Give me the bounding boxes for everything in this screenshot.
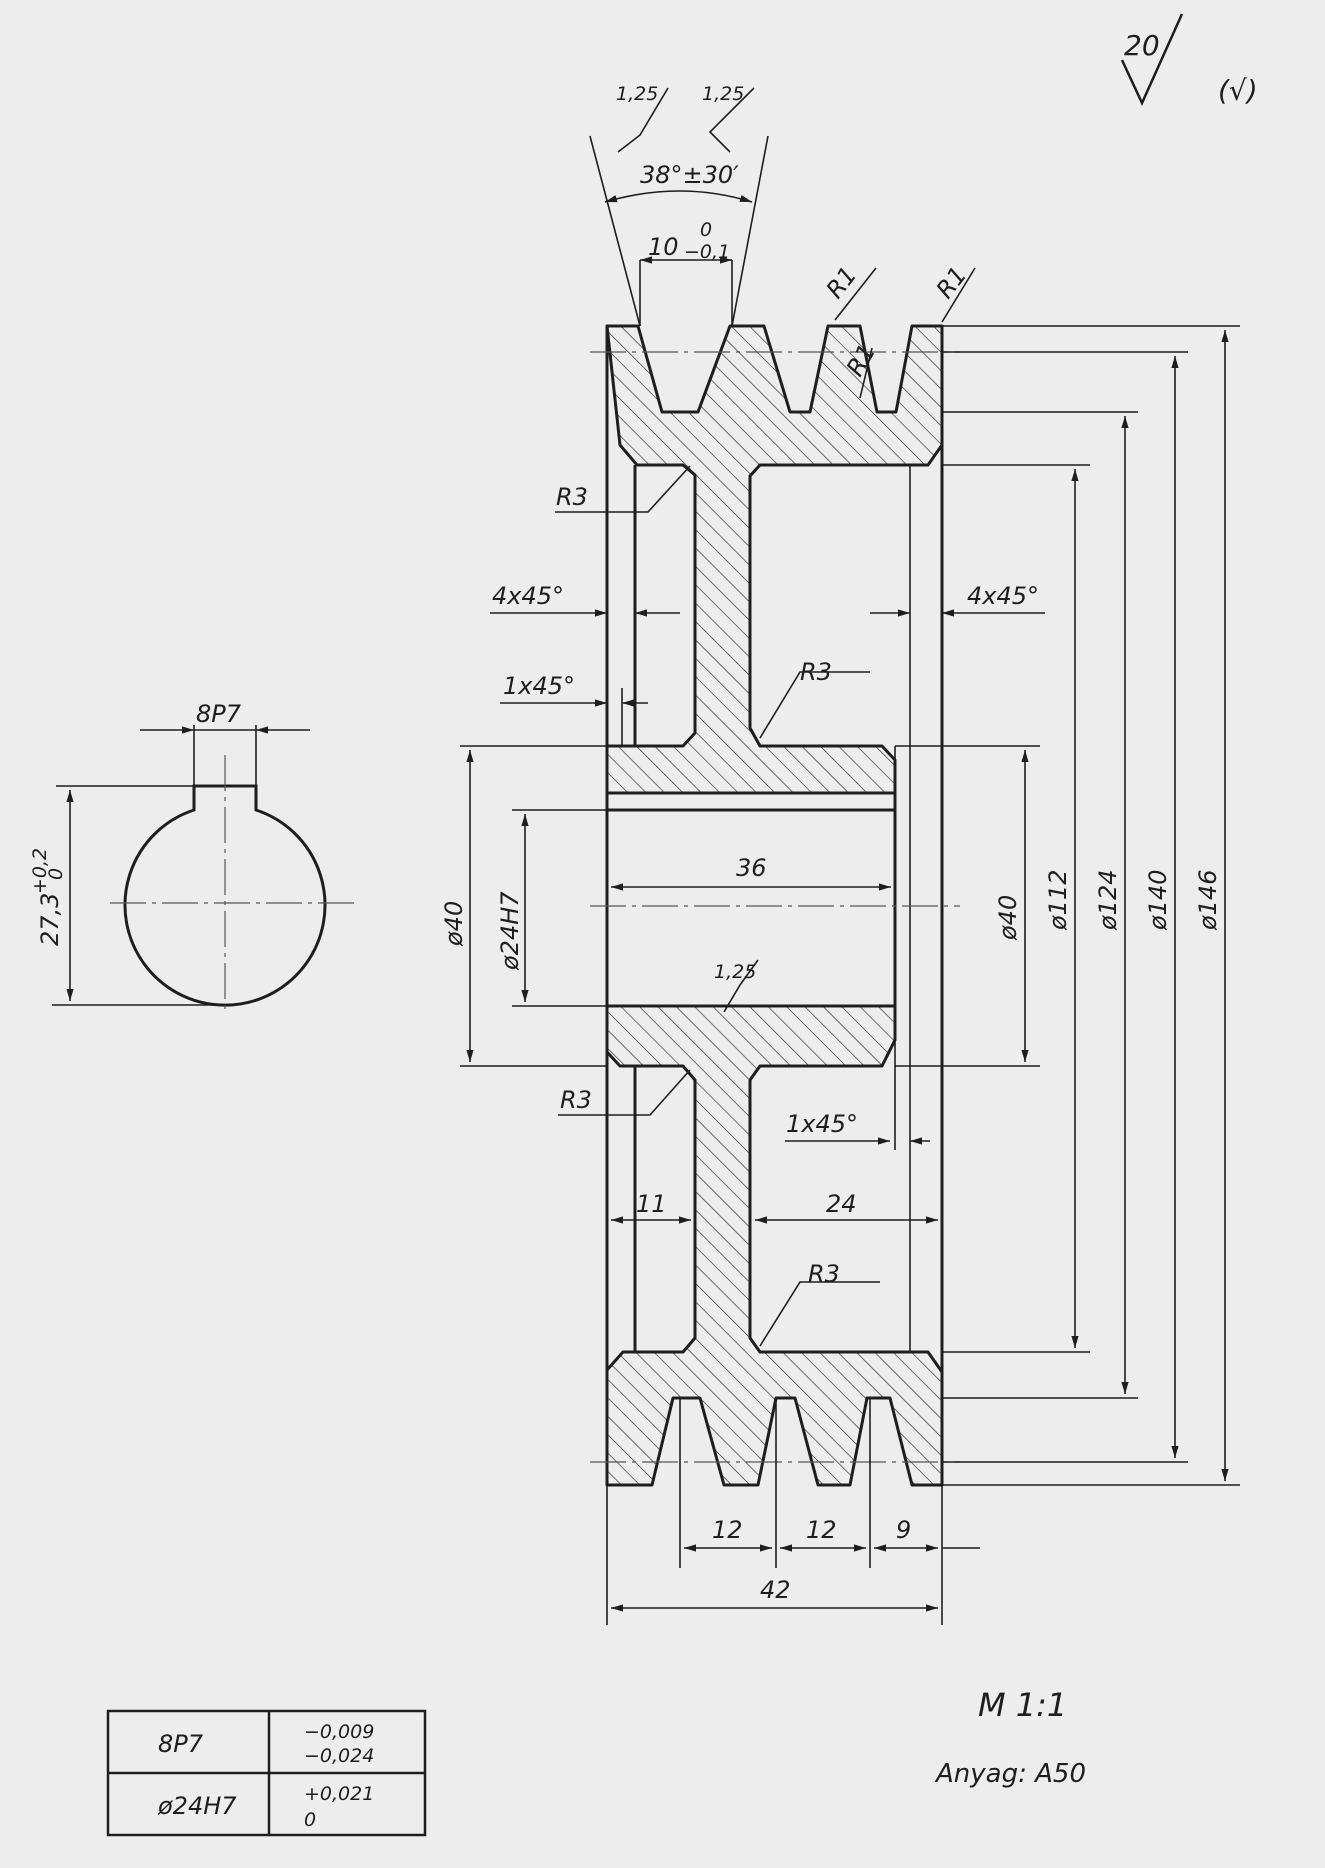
length-total-42: 42 xyxy=(760,1576,791,1604)
keyway-view xyxy=(52,725,356,1010)
diameter-d40-right: ø40 xyxy=(994,895,1022,941)
material-label: Anyag: A50 xyxy=(934,1759,1086,1789)
diameter-right-dims xyxy=(895,325,1240,1486)
radius-r1-b: R1 xyxy=(931,261,973,303)
chamfer-small-left-1x45: 1x45° xyxy=(503,672,575,700)
lower-body-hatch xyxy=(605,1004,944,1487)
radius-r3-upper-left: R3 xyxy=(556,483,588,511)
diameter-d124: ø124 xyxy=(1094,870,1122,932)
groove-angle: 38°±30′ xyxy=(640,161,739,189)
length-pitch-12-b: 12 xyxy=(806,1516,837,1544)
groove-roughness-right: 1,25 xyxy=(702,83,744,105)
radius-r3-lower-right: R3 xyxy=(808,1260,840,1288)
tolerance-row-2-fit: ø24H7 xyxy=(157,1792,237,1820)
chamfer-leaders xyxy=(490,609,1045,1150)
tolerance-table xyxy=(106,1709,427,1837)
surface-finish-secondary: (√) xyxy=(1218,74,1258,107)
diameter-left-dims xyxy=(460,745,607,1067)
diameter-d112: ø112 xyxy=(1044,870,1072,932)
pulley-section xyxy=(590,324,960,1487)
upper-body-hatch xyxy=(605,324,944,795)
diameter-d140: ø140 xyxy=(1144,870,1172,932)
length-web-left-11: 11 xyxy=(636,1190,667,1218)
radius-r1-a: R1 xyxy=(821,261,863,303)
groove-roughness-left: 1,25 xyxy=(616,83,658,105)
groove-width-tol-lower: −0,1 xyxy=(684,241,730,263)
keyway-depth: 27,3 xyxy=(36,893,64,946)
diameter-d146: ø146 xyxy=(1194,870,1222,932)
diameter-d40-left: ø40 xyxy=(440,901,468,947)
diameter-d24h7: ø24H7 xyxy=(496,891,524,971)
tolerance-row-2-lower: 0 xyxy=(304,1809,316,1831)
length-edge-9: 9 xyxy=(896,1516,911,1544)
groove-dimensions xyxy=(589,87,769,327)
length-bore-roughness: 1,25 xyxy=(714,961,756,983)
chamfer-left-4x45: 4x45° xyxy=(492,582,564,610)
chamfer-right-4x45: 4x45° xyxy=(967,582,1039,610)
surface-finish-value: 20 xyxy=(1124,29,1160,62)
tolerance-row-1-upper: −0,009 xyxy=(304,1721,374,1743)
surface-finish-symbol: 20 (√) xyxy=(1120,13,1258,107)
radius-r3-upper-right: R3 xyxy=(800,658,832,686)
length-dims xyxy=(606,883,980,1625)
length-pitch-12-a: 12 xyxy=(712,1516,743,1544)
scale-label: M 1:1 xyxy=(978,1686,1067,1724)
length-bore-36: 36 xyxy=(736,854,767,882)
tolerance-row-1-lower: −0,024 xyxy=(304,1745,374,1767)
groove-width-tol-upper: 0 xyxy=(700,219,712,241)
radius-r3-lower-left: R3 xyxy=(560,1086,592,1114)
groove-width: 10 xyxy=(648,233,679,261)
keyway-depth-tol-lower: 0 xyxy=(45,868,67,880)
tolerance-row-1-fit: 8P7 xyxy=(158,1730,204,1758)
keyway-depth-tol-upper: +0,2 xyxy=(29,848,51,894)
length-web-right-24: 24 xyxy=(826,1190,857,1218)
keyway-width: 8P7 xyxy=(196,700,242,728)
chamfer-small-right-1x45: 1x45° xyxy=(786,1110,858,1138)
radius-leaders xyxy=(555,267,976,1347)
tolerance-row-2-upper: +0,021 xyxy=(304,1783,374,1805)
